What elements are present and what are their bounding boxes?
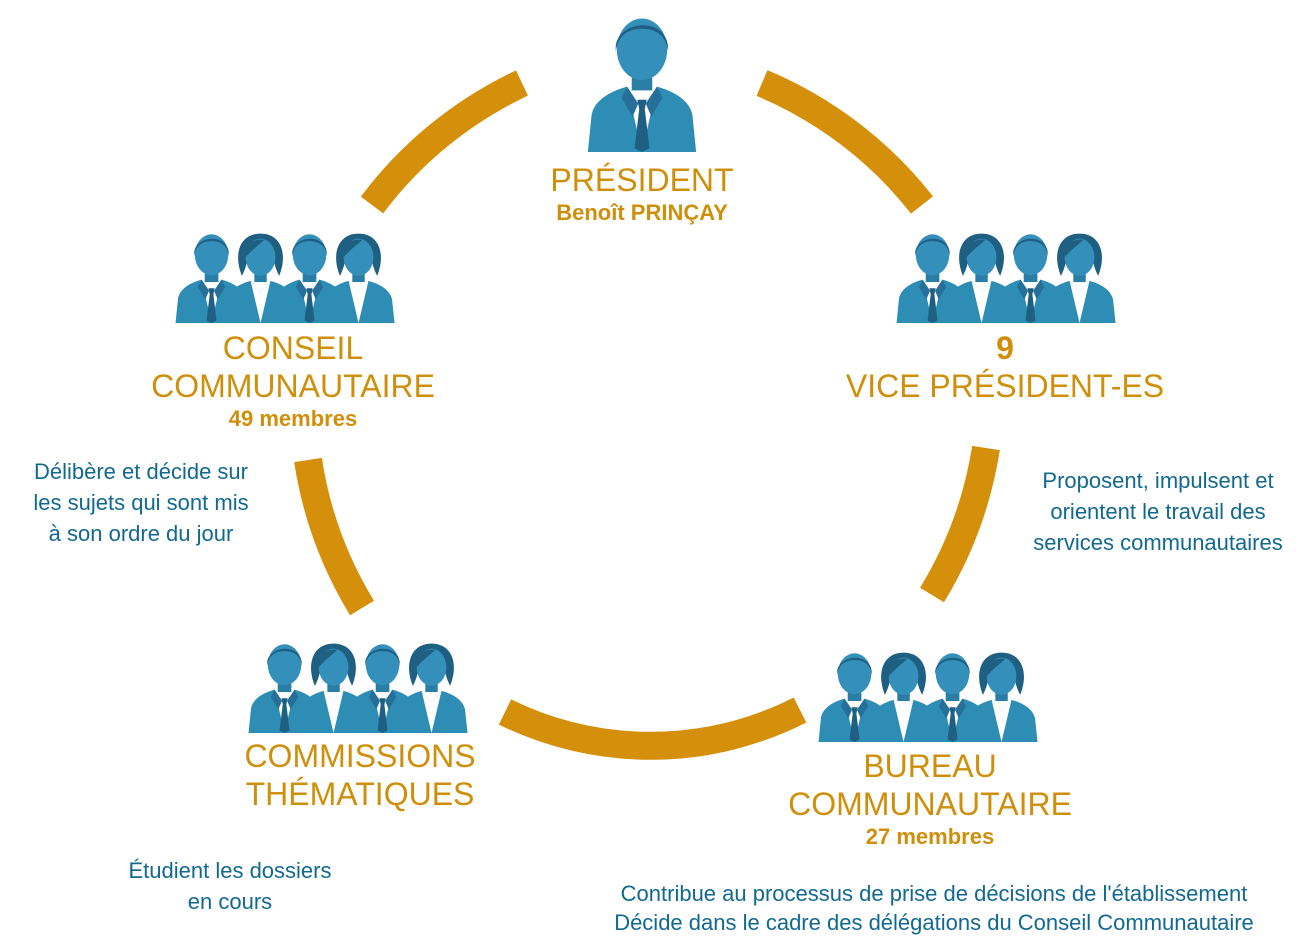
group-icon bbox=[815, 645, 1045, 743]
vice-presidents-count: 9 bbox=[996, 330, 1014, 366]
vice-desc-line: Proposent, impulsent et bbox=[1042, 468, 1274, 493]
commissions-title-line1: COMMISSIONS bbox=[244, 738, 476, 774]
arc-conseil-to-commissions bbox=[294, 457, 375, 616]
president-block: PRÉSIDENT Benoît PRINÇAY bbox=[492, 162, 792, 226]
person-icon bbox=[582, 12, 702, 152]
group-icon bbox=[893, 226, 1123, 324]
conseil-title-line1: CONSEIL bbox=[222, 330, 364, 366]
commissions-title-line2: THÉMATIQUES bbox=[245, 775, 475, 812]
conseil-desc-line: les sujets qui sont mis bbox=[33, 489, 249, 515]
commissions-block: COMMISSIONS THÉMATIQUES bbox=[210, 738, 510, 814]
vice-presidents-block: 9 VICE PRÉSIDENT-ES bbox=[820, 330, 1190, 406]
vice-presidents-description: Proposent, impulsent et orientent le tra… bbox=[1002, 466, 1314, 558]
commissions-desc-line: Étudient les dossiers bbox=[128, 858, 332, 883]
vice-desc-line: services communautaires bbox=[1033, 529, 1283, 555]
conseil-members: 49 membres bbox=[228, 405, 358, 431]
bureau-members: 27 membres bbox=[865, 823, 995, 849]
conseil-desc-line: Délibère et décide sur bbox=[33, 459, 248, 484]
arc-commissions-to-bureau bbox=[498, 697, 807, 760]
vice-presidents-title: VICE PRÉSIDENT-ES bbox=[845, 367, 1165, 404]
bureau-block: BUREAU COMMUNAUTAIRE 27 membres bbox=[760, 748, 1100, 849]
arc-vice-to-bureau bbox=[919, 445, 1000, 603]
vice-desc-line: orientent le travail des bbox=[1050, 498, 1266, 524]
president-name: Benoît PRINÇAY bbox=[556, 199, 728, 225]
bureau-description: Contribue au processus de prise de décis… bbox=[556, 880, 1312, 937]
conseil-title-line2: COMMUNAUTAIRE bbox=[151, 367, 435, 404]
commissions-description: Étudient les dossiers en cours bbox=[80, 856, 380, 918]
bureau-title-line2: COMMUNAUTAIRE bbox=[788, 785, 1072, 822]
bureau-desc-line: Décide dans le cadre des délégations du … bbox=[614, 909, 1254, 935]
arc-president-to-vice bbox=[756, 70, 934, 214]
conseil-block: CONSEIL COMMUNAUTAIRE 49 membres bbox=[128, 330, 458, 431]
group-icon bbox=[245, 636, 475, 734]
president-title: PRÉSIDENT bbox=[550, 162, 734, 198]
bureau-desc-line: Contribue au processus de prise de décis… bbox=[620, 881, 1248, 906]
conseil-description: Délibère et décide sur les sujets qui so… bbox=[0, 457, 282, 549]
bureau-title-line1: BUREAU bbox=[863, 748, 997, 784]
conseil-desc-line: à son ordre du jour bbox=[48, 520, 234, 546]
arc-president-to-conseil bbox=[360, 70, 529, 214]
commissions-desc-line: en cours bbox=[187, 888, 273, 914]
group-icon bbox=[172, 226, 402, 324]
